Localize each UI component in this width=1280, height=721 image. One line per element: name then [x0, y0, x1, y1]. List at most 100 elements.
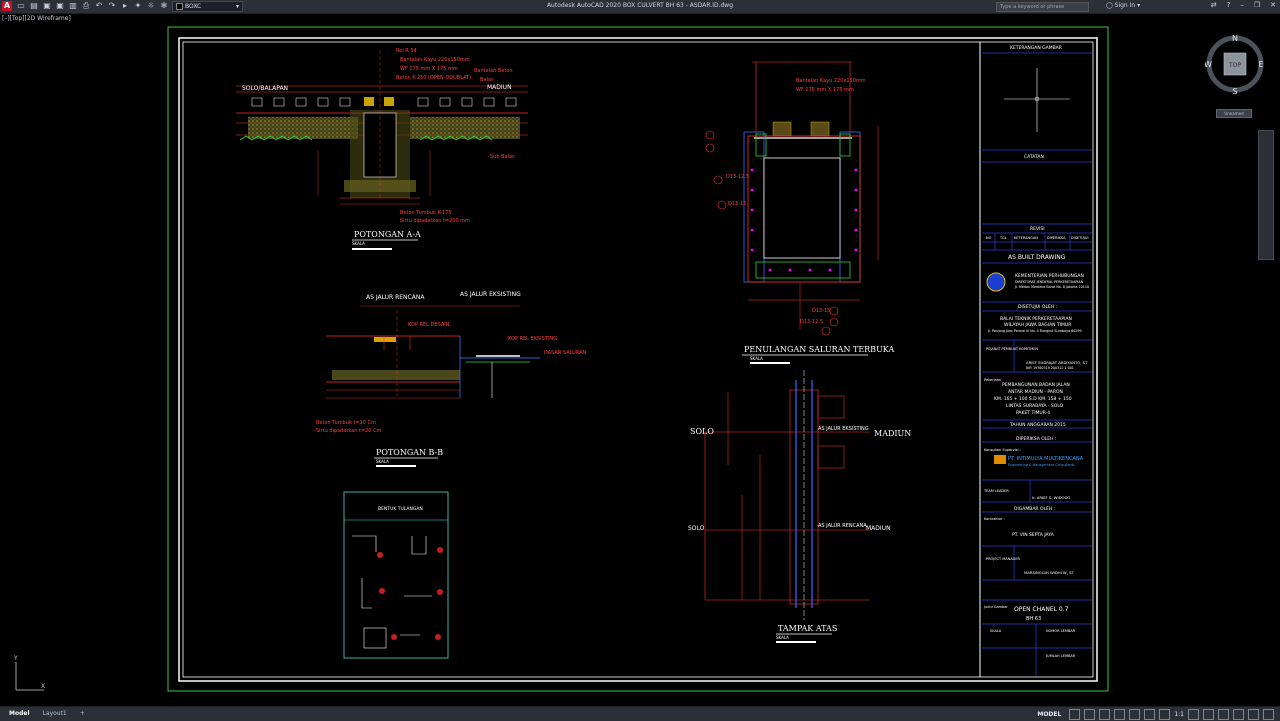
tb-tahun: TAHUN ANGGARAN 2015	[1009, 422, 1066, 428]
tb-ministry-2: Jl. Medan Merdeka Barat No. 8 Jakarta 10…	[1014, 285, 1089, 289]
window-controls: ⇄ ? – ❐ ✕	[1211, 1, 1276, 9]
ucs-menu[interactable]: Unnamed	[1216, 109, 1252, 118]
grid-icon[interactable]	[1069, 709, 1081, 720]
section-a-title: POTONGAN A-A	[354, 230, 421, 239]
redo-icon[interactable]: ↷	[108, 1, 116, 10]
add-layout-button[interactable]: +	[79, 710, 85, 717]
section-b-drawing	[326, 305, 540, 399]
reinforcement-title: PENULANGAN SALURAN TERBUKA	[744, 345, 894, 354]
close-button[interactable]: ✕	[1270, 1, 1276, 9]
help-icon[interactable]: ?	[1226, 1, 1231, 9]
restore-button[interactable]: ❐	[1253, 1, 1261, 9]
layer-name: BOXC	[185, 3, 202, 10]
tb-skala: SKALA	[990, 629, 1002, 633]
hardware-icon[interactable]	[1233, 709, 1244, 720]
section-a-left-label: SOLO/BALAPAN	[242, 85, 288, 92]
annotation-icon[interactable]	[1159, 709, 1171, 720]
title-bar: A ▭ ▤ ▣ ▣ ▥ ⎙ ↶ ↷ ▸ ✦ ☼ ✻ BOXC▾ Autodesk…	[0, 0, 1280, 14]
osnap-icon[interactable]	[1129, 709, 1141, 720]
svg-text:Bantalan Kayu 220x150mm: Bantalan Kayu 220x150mm	[400, 57, 470, 63]
snap-icon[interactable]	[1084, 709, 1096, 720]
fullscreen-icon[interactable]	[1248, 709, 1259, 720]
lineweight-icon[interactable]	[1144, 709, 1156, 720]
chevron-down-icon: ▾	[235, 3, 239, 10]
tb-rev-col-4: DISETUJUI	[1071, 236, 1089, 240]
section-b-left-label: AS JALUR RENCANA	[366, 294, 425, 301]
plot-icon[interactable]: ⎙	[82, 1, 90, 10]
navigation-bar[interactable]	[1258, 130, 1274, 260]
bending-schedule-title: BENTUK TULANGAN	[378, 506, 423, 512]
polar-icon[interactable]	[1114, 709, 1126, 720]
tab-layout1[interactable]: Layout1	[42, 710, 67, 717]
svg-text:D13-15: D13-15	[812, 308, 830, 314]
plan-right-label-2: MADIUN	[866, 525, 891, 532]
svg-text:Rel R 54: Rel R 54	[396, 48, 417, 54]
viewport-controls-label[interactable]: [–][Top][2D Wireframe]	[2, 15, 71, 22]
svg-text:D13-15: D13-15	[728, 201, 746, 207]
svg-text:E: E	[1258, 60, 1263, 69]
customize-icon[interactable]	[1263, 709, 1274, 720]
tb-judul-label: Judul Gambar	[983, 605, 1008, 609]
svg-text:Beton Tumbuk K-175: Beton Tumbuk K-175	[400, 210, 452, 216]
exchange-icon[interactable]: ⇄	[1210, 1, 1217, 9]
share-icon[interactable]: ▸	[122, 1, 127, 10]
layout-tabs: Model Layout1 +	[4, 709, 90, 718]
tb-diperiksa: DIPERIKSA OLEH :	[1016, 436, 1056, 442]
section-a-right-label: MADIUN	[487, 84, 512, 91]
plus-icon[interactable]	[1203, 709, 1214, 720]
layer-dropdown[interactable]: BOXC ▾	[172, 1, 243, 12]
new-icon[interactable]: ▭	[17, 1, 25, 10]
tb-pekerjaan-0: PEMBANGUNAN BADAN JALAN	[1002, 382, 1070, 388]
titleblock-grid	[982, 52, 1092, 676]
tb-pejabat-name: ARIEF SUDRAJAT ARDIYANTO, ST	[1026, 360, 1088, 365]
tb-rev-col-1: TGL	[999, 236, 1007, 240]
annotation-scale[interactable]: 1:1	[1174, 711, 1184, 718]
viewcube[interactable]: TOP N S E W	[1205, 34, 1265, 94]
isolate-icon[interactable]	[1218, 709, 1229, 720]
svg-text:W: W	[1205, 60, 1212, 69]
ortho-icon[interactable]	[1099, 709, 1111, 720]
plan-left-label: SOLO	[690, 427, 714, 436]
section-b-scale: SKALA	[376, 459, 389, 464]
consultant-logo	[994, 455, 1006, 464]
bending-shapes	[352, 535, 432, 649]
section-a-scale: SKALA	[352, 241, 365, 246]
search-input[interactable]: Type a keyword or phrase	[996, 2, 1089, 12]
lightbulb-icon[interactable]: ✦	[134, 1, 142, 10]
svg-text:Sirtu dipadatkan t=200 mm: Sirtu dipadatkan t=200 mm	[400, 218, 470, 224]
tb-team-leader: TEAM LEADER	[983, 489, 1009, 493]
autocad-logo[interactable]: A	[2, 1, 12, 11]
web-open-icon[interactable]: ▥	[69, 1, 77, 10]
tb-konsultan-sub: Engineering & Management Consultants	[1008, 463, 1075, 467]
tb-pejabat: PEJABAT PEMBUAT KOMITMEN	[986, 347, 1038, 351]
section-b-title: POTONGAN B-B	[376, 448, 443, 457]
plan-view-drawing	[704, 370, 870, 620]
sun-icon[interactable]: ☼	[147, 1, 155, 10]
tb-disetujui: DISETUJUI OLEH :	[1018, 304, 1057, 310]
reinforcement-drawing	[743, 61, 879, 330]
model-space-toggle[interactable]: MODEL	[1037, 711, 1062, 718]
save-icon[interactable]: ▣	[43, 1, 51, 10]
gear-icon[interactable]	[1188, 709, 1199, 720]
svg-text:Bantalan Kayu 220x150mm: Bantalan Kayu 220x150mm	[796, 78, 866, 84]
plan-note-existing: AS JALUR EKSISTING	[818, 426, 869, 432]
svg-text:WF 175 mm X 175 mm: WF 175 mm X 175 mm	[400, 66, 458, 72]
save-as-icon[interactable]: ▣	[56, 1, 64, 10]
tb-nomor: NOMOR LEMBAR	[1046, 629, 1076, 633]
tb-balai-1: WILAYAH JAWA BAGIAN TIMUR	[1004, 322, 1071, 328]
tb-balai-0: BALAI TEKNIK PERKERETAAPIAN	[1000, 316, 1072, 322]
svg-text:WF 175 mm X 175 mm: WF 175 mm X 175 mm	[796, 87, 854, 93]
svg-text:X: X	[41, 683, 45, 690]
drawing-canvas[interactable]: Rel R 54 Bantalan Kayu 220x150mm WF 175 …	[0, 13, 1280, 707]
ucs-icon	[15, 662, 44, 691]
tab-model[interactable]: Model	[9, 710, 30, 717]
tb-konsultan: PT. INTIMULYA MULTIKENCANA	[1008, 456, 1084, 462]
tb-ministry-0: KEMENTERIAN PERHUBUNGAN	[1015, 273, 1084, 279]
undo-icon[interactable]: ↶	[95, 1, 103, 10]
open-icon[interactable]: ▤	[30, 1, 38, 10]
tb-kontraktor: PT. VIN SEPTA JAYA	[1012, 532, 1055, 538]
status-toggles: MODEL 1:1	[1037, 709, 1274, 720]
snowflake-icon[interactable]: ✻	[160, 1, 168, 10]
sign-in-button[interactable]: ◯ Sign In ▾	[1106, 2, 1141, 9]
minimize-button[interactable]: –	[1240, 1, 1244, 9]
